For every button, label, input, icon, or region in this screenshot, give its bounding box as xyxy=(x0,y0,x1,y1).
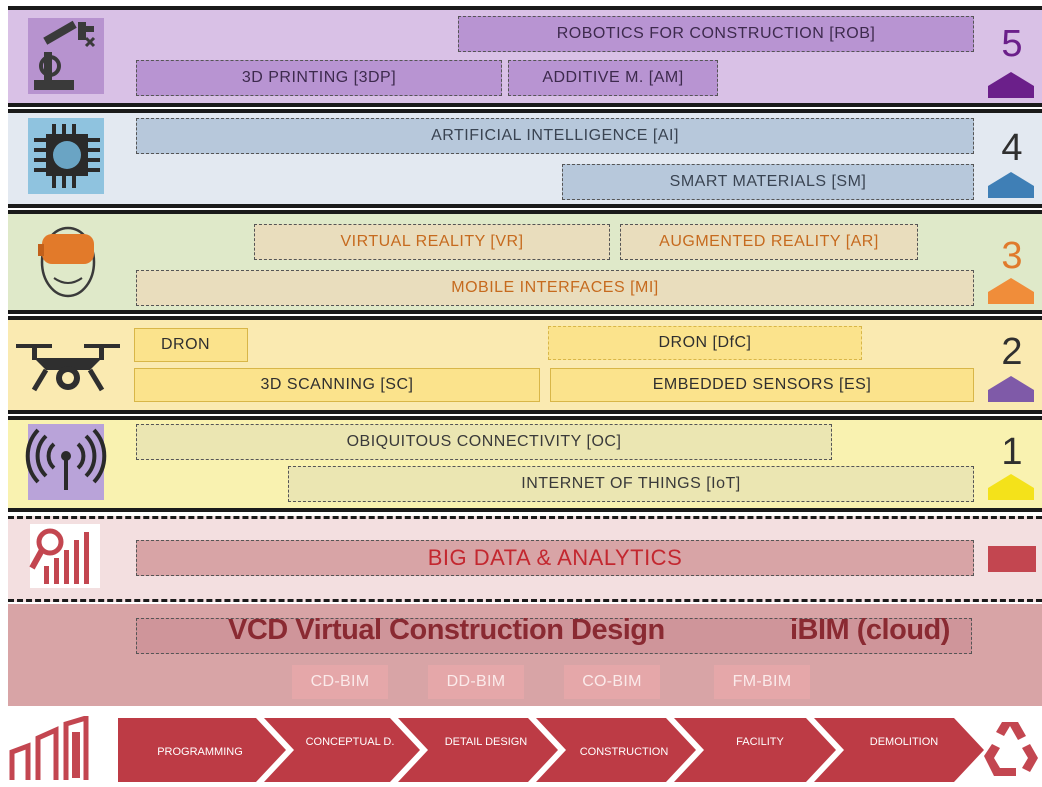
bim-stage-dd: DD-BIM xyxy=(428,665,524,699)
phase-chevron-construction xyxy=(536,718,696,782)
tag-augmented-reality: AUGMENTED REALITY [AR] xyxy=(620,224,918,260)
tag-internet-of-things: INTERNET OF THINGS [IoT] xyxy=(288,466,974,502)
buildings-icon xyxy=(8,714,104,782)
analytics-icon xyxy=(24,522,112,592)
tag-mobile-interfaces: MOBILE INTERFACES [MI] xyxy=(136,270,974,306)
phase-chevron-demolition xyxy=(814,718,984,782)
vr-headset-icon xyxy=(24,222,112,300)
level-number-3: 3 xyxy=(1001,235,1023,277)
tag-embedded-sensors: EMBEDDED SENSORS [ES] xyxy=(550,368,974,402)
tag-additive-m: ADDITIVE M. [AM] xyxy=(508,60,718,96)
level-number-1: 1 xyxy=(1001,431,1023,473)
bim-stage-fm: FM-BIM xyxy=(714,665,810,699)
level-marker-3 xyxy=(988,278,1034,304)
level-marker-1 xyxy=(988,474,1034,500)
tag-3d-printing: 3D PRINTING [3DP] xyxy=(136,60,502,96)
tag-dron: DRON xyxy=(134,328,248,362)
tag-robotics: ROBOTICS FOR CONSTRUCTION [ROB] xyxy=(458,16,974,52)
vcd-title: VCD Virtual Construction Design xyxy=(228,614,665,646)
level-marker-5 xyxy=(988,72,1034,98)
bim-stage-cd: CD-BIM xyxy=(292,665,388,699)
bim-stage-co: CO-BIM xyxy=(564,665,660,699)
phase-label-detail: DETAIL DESIGN xyxy=(445,736,528,748)
brain-chip-icon xyxy=(24,118,112,196)
level-marker-2 xyxy=(988,376,1034,402)
tag-big-data: BIG DATA & ANALYTICS xyxy=(136,540,974,576)
level-number-4: 4 xyxy=(1001,127,1023,169)
robot-arm-icon xyxy=(24,18,112,96)
phase-chevron-facility xyxy=(674,718,836,782)
phase-label-programming: PROGRAMMING xyxy=(157,746,243,758)
level-marker-4 xyxy=(988,172,1034,198)
tag-smart-materials: SMART MATERIALS [SM] xyxy=(562,164,974,200)
drone-icon xyxy=(10,326,126,404)
vcd-frame xyxy=(136,618,972,654)
phase-label-demolition: DEMOLITION xyxy=(870,736,939,748)
tag-3d-scanning: 3D SCANNING [SC] xyxy=(134,368,540,402)
phase-chevron-detail xyxy=(398,718,558,782)
phase-chevrons: PROGRAMMING CONCEPTUAL D. DETAIL DESIGN … xyxy=(118,718,984,782)
phase-chevron-programming xyxy=(118,718,286,782)
level-number-5: 5 xyxy=(1001,23,1023,65)
phase-label-construction: CONSTRUCTION xyxy=(580,746,669,758)
wireless-signal-icon xyxy=(24,424,112,502)
tag-obiquitous-connectivity: OBIQUITOUS CONNECTIVITY [OC] xyxy=(136,424,832,460)
level-number-2: 2 xyxy=(1001,331,1023,373)
recycle-icon xyxy=(980,716,1040,782)
phase-chevron-conceptual xyxy=(264,718,420,782)
tag-dron-dfc: DRON [DfC] xyxy=(548,326,862,360)
phase-label-facility: FACILITY xyxy=(736,736,784,748)
tag-virtual-reality: VIRTUAL REALITY [VR] xyxy=(254,224,610,260)
vcd-cloud: iBIM (cloud) xyxy=(790,614,950,646)
phase-label-conceptual: CONCEPTUAL D. xyxy=(306,736,395,748)
tag-artificial-intelligence: ARTIFICIAL INTELLIGENCE [AI] xyxy=(136,118,974,154)
big-data-marker xyxy=(988,546,1036,572)
